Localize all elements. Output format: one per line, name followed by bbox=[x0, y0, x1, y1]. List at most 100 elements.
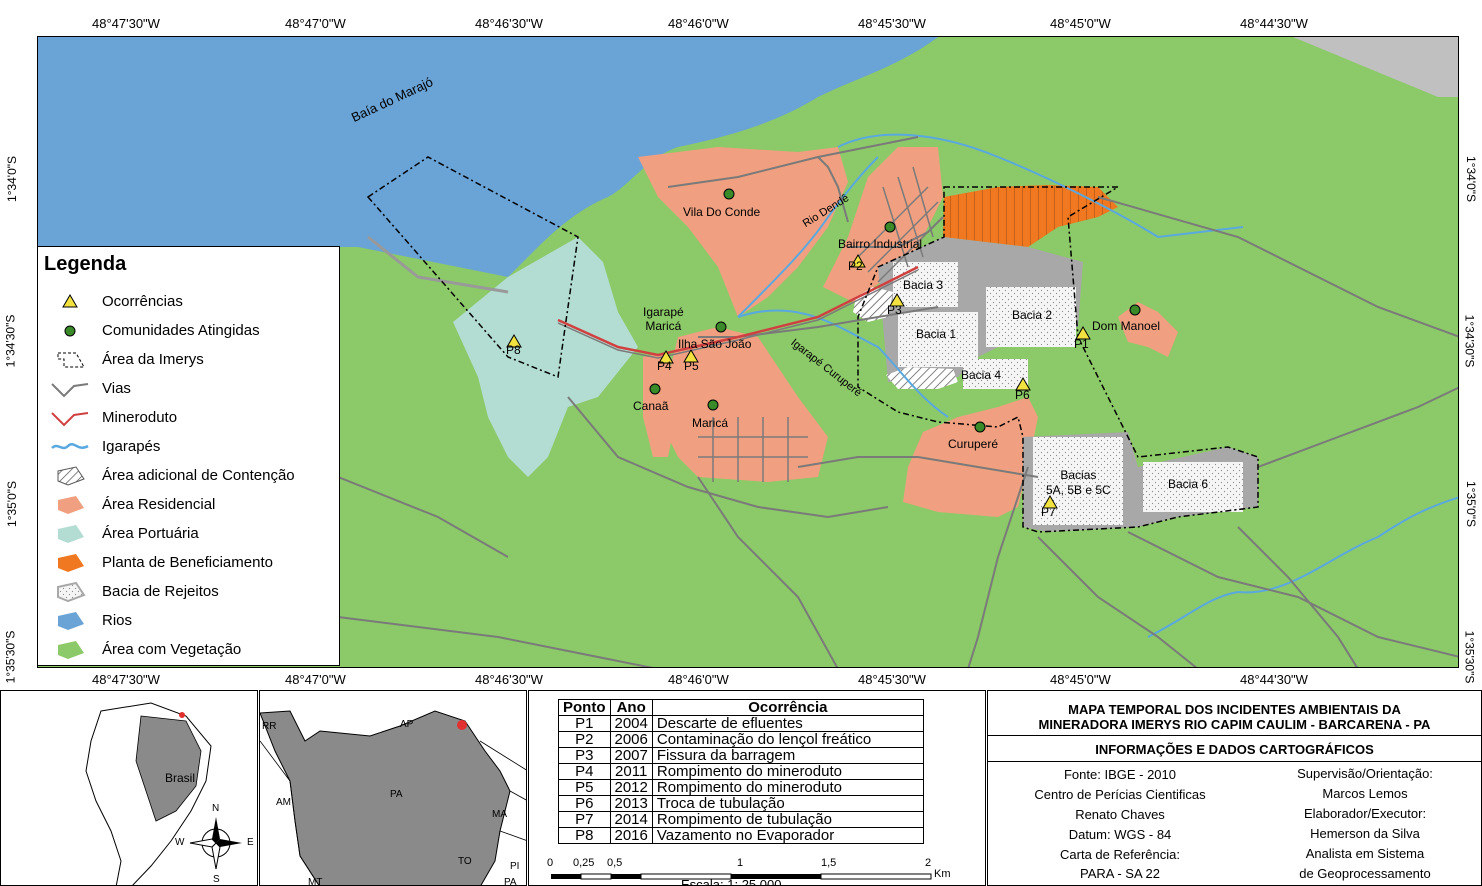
pipeline-line-icon bbox=[51, 412, 89, 427]
bottom-lon-4: 48°46'0"W bbox=[668, 672, 729, 687]
cell-year: 2006 bbox=[609, 731, 653, 748]
bottom-panels: Brasil N S E W RR AP AM PA MA TO PI MT P… bbox=[0, 690, 1482, 886]
legend-label: Ocorrências bbox=[102, 293, 183, 310]
point-label-p5: P5 bbox=[684, 359, 699, 373]
legend-item-port: Área Portuária bbox=[38, 521, 338, 549]
cell-occurrence: Troca de tubulação bbox=[651, 795, 924, 812]
point-label-p6: P6 bbox=[1015, 388, 1030, 402]
locator-south-america: Brasil N S E W bbox=[0, 690, 258, 886]
legend-label: Área Residencial bbox=[102, 496, 216, 513]
legend-label: Área da Imerys bbox=[102, 351, 204, 368]
water-body bbox=[38, 37, 938, 277]
res-curupere bbox=[903, 397, 1038, 517]
cell-year: 2007 bbox=[609, 747, 653, 764]
street-grid bbox=[698, 166, 944, 482]
legend-item-occurrences: Ocorrências bbox=[38, 289, 338, 317]
legend-item-residential: Área Residencial bbox=[38, 492, 338, 520]
cell-occurrence: Rompimento do mineroduto bbox=[651, 763, 924, 780]
basin-5 bbox=[1033, 437, 1123, 525]
cell-year: 2011 bbox=[609, 763, 653, 780]
legend-label: Mineroduto bbox=[102, 409, 178, 426]
label-pa-2: PA bbox=[504, 877, 517, 886]
label-am: AM bbox=[276, 797, 291, 808]
legend-label: Rios bbox=[102, 612, 133, 629]
south-america-map bbox=[85, 702, 242, 885]
bottom-lon-2: 48°47'0"W bbox=[285, 672, 346, 687]
scale-tick-2: 0,5 bbox=[607, 857, 623, 869]
left-lat-2: 1°34'30"S bbox=[3, 314, 18, 368]
compass-n: N bbox=[212, 803, 220, 814]
legend-item-streams: Igarapés bbox=[38, 434, 338, 462]
top-lon-5: 48°45'30"W bbox=[858, 16, 926, 31]
compass-w: W bbox=[175, 837, 185, 848]
legend-label: Área Portuária bbox=[102, 525, 199, 542]
scale-tick-5: 2 bbox=[925, 857, 932, 869]
info-left-4: Datum: WGS - 84 bbox=[1068, 827, 1172, 842]
cell-point: P1 bbox=[558, 715, 611, 732]
label-canaa: Canaã bbox=[633, 399, 669, 413]
bottom-lon-3: 48°46'30"W bbox=[475, 672, 543, 687]
cell-year: 2014 bbox=[609, 811, 653, 828]
cell-occurrence: Rompimento do mineroduto bbox=[651, 779, 924, 796]
legend-item-plant: Planta de Beneficiamento bbox=[38, 550, 338, 578]
imerys-boundary-2 bbox=[857, 186, 1259, 533]
label-bacia-2: Bacia 2 bbox=[1012, 308, 1053, 322]
cell-point: P4 bbox=[558, 763, 611, 780]
res-canaa bbox=[643, 352, 678, 457]
label-igarape-marica: Igarapé Maricá bbox=[643, 305, 684, 333]
legend-label: Área adicional de Contenção bbox=[102, 467, 295, 484]
legend-item-rivers: Rios bbox=[38, 608, 338, 636]
community-dot-icon bbox=[64, 325, 76, 337]
label-marica: Maricá bbox=[692, 416, 729, 430]
stream-4 bbox=[1147, 496, 1458, 638]
label-bairro-industrial: Bairro Industrial bbox=[838, 237, 923, 251]
triangle-icon bbox=[62, 294, 78, 308]
info-right-4: Hemerson da Silva bbox=[1310, 826, 1420, 841]
legend-item-basin: Bacia de Rejeitos bbox=[38, 579, 338, 607]
left-lat-1: 1°34'0"S bbox=[5, 155, 20, 203]
residential-swatch-icon bbox=[58, 496, 84, 514]
legend-label: Comunidades Atingidas bbox=[102, 322, 260, 339]
locator-para: RR AP AM PA MA TO PI MT PA bbox=[259, 690, 527, 886]
hatched-polygon-icon bbox=[57, 466, 85, 486]
processing-plant bbox=[943, 185, 1118, 247]
right-lat-1: 1°34'0"S bbox=[1464, 155, 1479, 203]
compass-icon bbox=[189, 817, 242, 870]
point-label-p1: P1 bbox=[1074, 337, 1089, 351]
right-lat-2: 1°34'30"S bbox=[1462, 314, 1477, 368]
dashed-boundary-icon bbox=[57, 352, 85, 368]
info-right-1: Supervisão/Orientação: bbox=[1297, 766, 1433, 781]
cell-occurrence: Descarte de efluentes bbox=[651, 715, 924, 732]
cell-point: P5 bbox=[558, 779, 611, 796]
cell-point: P2 bbox=[558, 731, 611, 748]
legend-item-containment: Área adicional de Contenção bbox=[38, 463, 338, 491]
point-label-p3: P3 bbox=[887, 303, 902, 317]
outside-area bbox=[1293, 37, 1458, 97]
left-lat-4: 1°35'30"S bbox=[3, 630, 18, 684]
cell-occurrence: Fissura da barragem bbox=[651, 747, 924, 764]
stream-3 bbox=[737, 309, 949, 418]
label-bacia-3: Bacia 3 bbox=[903, 278, 944, 292]
legend-label: Bacia de Rejeitos bbox=[102, 583, 219, 600]
basin-3 bbox=[893, 262, 958, 307]
basin-6 bbox=[1143, 462, 1243, 512]
plant-swatch-icon bbox=[58, 554, 84, 572]
compass-s: S bbox=[213, 874, 220, 885]
label-bacia-4: Bacia 4 bbox=[961, 368, 1002, 382]
cell-point: P6 bbox=[558, 795, 611, 812]
left-lat-3: 1°35'0"S bbox=[5, 480, 20, 528]
map-title-line2: MINERADORA IMERYS RIO CAPIM CAULIM - BAR… bbox=[1038, 717, 1431, 732]
basin-2 bbox=[986, 287, 1076, 347]
legend-label: Planta de Beneficiamento bbox=[102, 554, 273, 571]
top-lon-7: 48°44'30"W bbox=[1240, 16, 1308, 31]
top-lon-1: 48°47'30"W bbox=[92, 16, 160, 31]
legend-item-imerys-area: Área da Imerys bbox=[38, 347, 338, 375]
top-lon-3: 48°46'30"W bbox=[475, 16, 543, 31]
info-left-5: Carta de Referência: bbox=[1060, 847, 1180, 862]
